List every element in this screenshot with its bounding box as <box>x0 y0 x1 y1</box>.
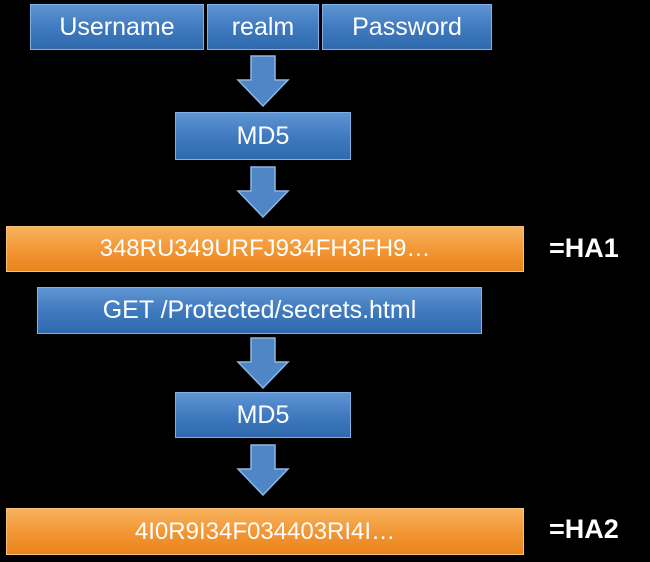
down-arrow-icon <box>236 166 290 218</box>
username-box: Username <box>30 4 204 50</box>
md5-label-2: MD5 <box>236 400 290 429</box>
md5-box-1: MD5 <box>175 112 351 160</box>
down-arrow-icon <box>236 444 290 496</box>
password-label: Password <box>352 12 462 41</box>
down-arrow-icon <box>236 55 290 107</box>
username-label: Username <box>59 12 175 41</box>
ha1-hash-box: 348RU349URFJ934FH3FH9… <box>6 226 524 272</box>
request-line-text: GET /Protected/secrets.html <box>102 296 417 324</box>
request-line-box: GET /Protected/secrets.html <box>37 287 482 334</box>
password-box: Password <box>322 4 492 50</box>
down-arrow-icon <box>236 337 290 389</box>
ha2-label: =HA2 <box>549 514 619 544</box>
ha1-label: =HA1 <box>549 233 619 263</box>
realm-label: realm <box>231 12 295 41</box>
ha2-hash-box: 4I0R9I34F034403RI4I… <box>6 508 524 555</box>
realm-box: realm <box>207 4 319 50</box>
md5-box-2: MD5 <box>175 392 351 438</box>
ha2-hash-value: 4I0R9I34F034403RI4I… <box>134 517 396 545</box>
ha1-hash-value: 348RU349URFJ934FH3FH9… <box>99 235 431 262</box>
md5-label-1: MD5 <box>236 121 290 150</box>
